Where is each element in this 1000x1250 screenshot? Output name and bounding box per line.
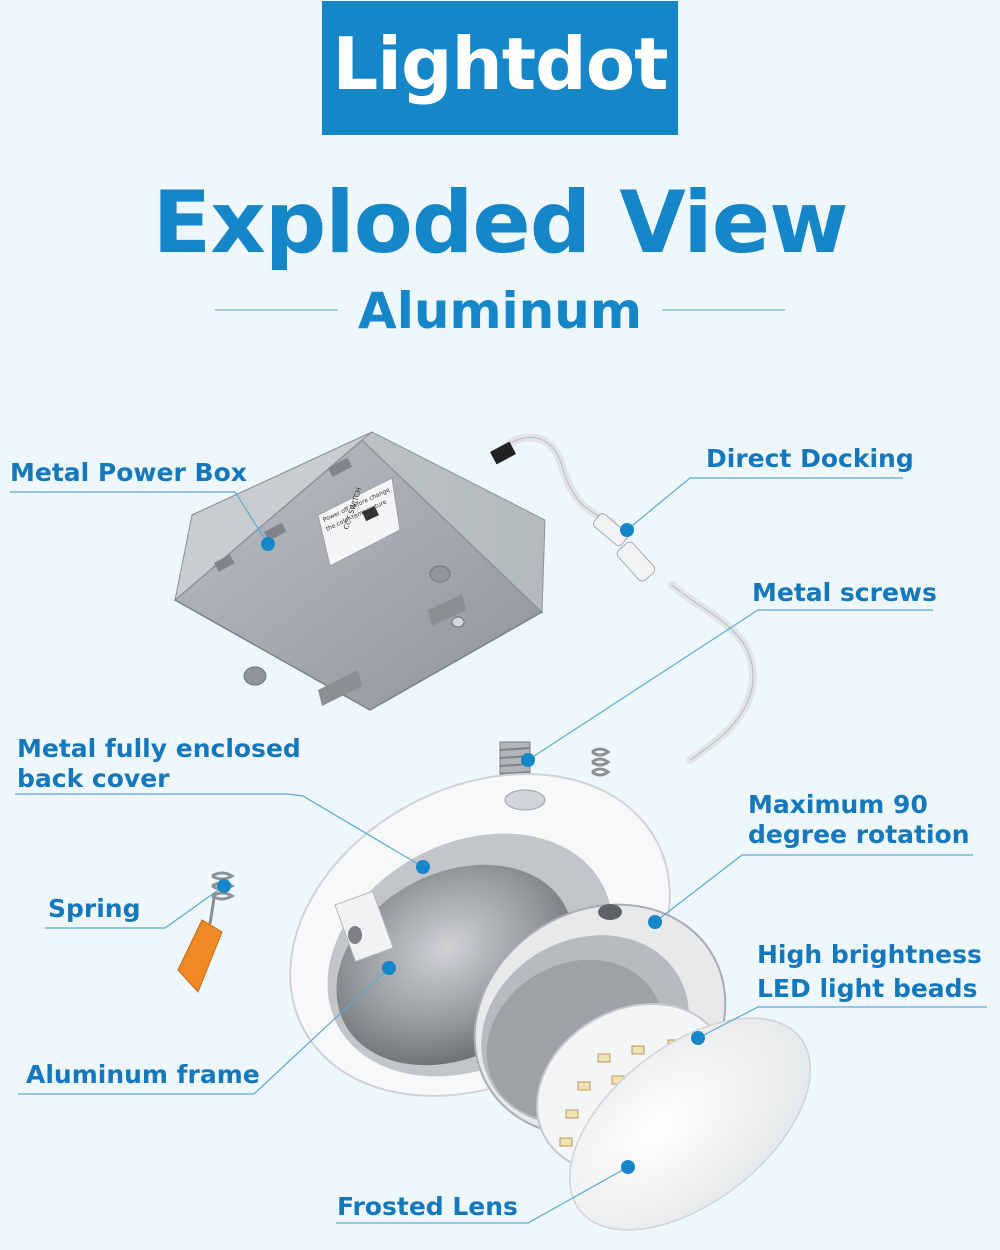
label-back-cover-line1: Metal fully enclosed bbox=[17, 734, 301, 763]
callout-markers bbox=[217, 523, 705, 1174]
label-frosted-lens: Frosted Lens bbox=[337, 1192, 518, 1221]
label-spring: Spring bbox=[48, 894, 141, 923]
metal-power-box-graphic: Power off before change the color temper… bbox=[173, 431, 546, 711]
label-led-line2: LED light beads bbox=[757, 974, 978, 1003]
spring-graphic bbox=[177, 871, 235, 993]
callout-leader-lines bbox=[10, 477, 987, 1224]
label-metal-power-box: Metal Power Box bbox=[10, 458, 247, 487]
frosted-lens-graphic bbox=[568, 1017, 812, 1231]
label-aluminum-frame: Aluminum frame bbox=[26, 1060, 260, 1089]
label-metal-screws: Metal screws bbox=[752, 578, 937, 607]
page-title: Exploded View bbox=[152, 173, 848, 273]
brand-logo-box bbox=[322, 1, 678, 135]
label-rotation-line1: Maximum 90 bbox=[748, 790, 928, 819]
label-led-line1: High brightness bbox=[757, 940, 982, 969]
page-subtitle: Aluminum bbox=[358, 282, 642, 340]
label-rotation-line2: degree rotation bbox=[748, 820, 970, 849]
label-direct-docking: Direct Docking bbox=[706, 444, 914, 473]
label-back-cover-line2: back cover bbox=[17, 764, 170, 793]
power-cable-graphic bbox=[490, 433, 758, 764]
brand-logo-text: Lightdot bbox=[332, 22, 668, 106]
